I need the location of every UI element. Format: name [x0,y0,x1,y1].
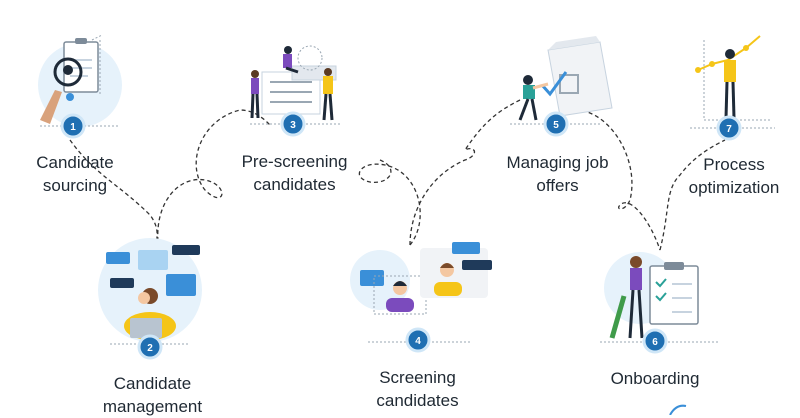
step-badge-6: 6 [642,328,668,354]
step-label-3: Pre-screening candidates [232,150,357,196]
step-label-line: Pre-screening [241,152,348,171]
step-label-line: Candidate [36,153,114,172]
onboarding-illustration [600,252,720,343]
magnifier-icon [53,57,83,87]
step-badge-2: 2 [137,334,163,360]
step-badge-5: 5 [510,111,600,137]
step-label-line: candidates [253,175,336,194]
step-label-1: Candidate sourcing [20,151,130,197]
badge-number: 6 [652,337,658,348]
step-badge-4: 4 [405,327,431,353]
step-label-line: management [102,397,203,416]
step-label-line: optimization [688,178,780,197]
step-label-6: Onboarding [595,367,715,390]
badge-number: 1 [70,122,76,133]
badge-number: 4 [415,336,421,347]
screening-illustration [350,242,492,343]
step-badge-3: 3 [250,111,340,137]
step-label-2: Candidate management [90,372,215,418]
step-label-4: Screening candidates [360,366,475,412]
step-label-line: candidates [376,391,459,410]
step-label-line: Screening [379,368,456,387]
badge-number: 5 [553,120,559,131]
step-label-line: Candidate [113,374,192,393]
badge-number: 2 [147,343,153,354]
step-label-5: Managing job offers [495,151,620,197]
step-label-line: Onboarding [610,369,700,388]
prescreening-illustration [250,45,337,121]
offers-illustration [518,36,613,121]
badge-number: 7 [726,124,732,135]
management-illustration [98,238,202,345]
step-badge-1: 1 [40,113,118,139]
badge-number: 3 [290,120,296,131]
optimization-illustration [695,35,770,121]
corner-mark [669,404,687,415]
step-label-line: Process [703,155,765,174]
connector-path [69,99,726,256]
step-label-line: Managing job [506,153,609,172]
step-label-line: sourcing [42,176,108,195]
sourcing-illustration [38,34,122,127]
step-label-line: offers [536,176,579,195]
step-badge-7: 7 [690,115,775,141]
step-label-7: Process optimization [676,153,792,199]
